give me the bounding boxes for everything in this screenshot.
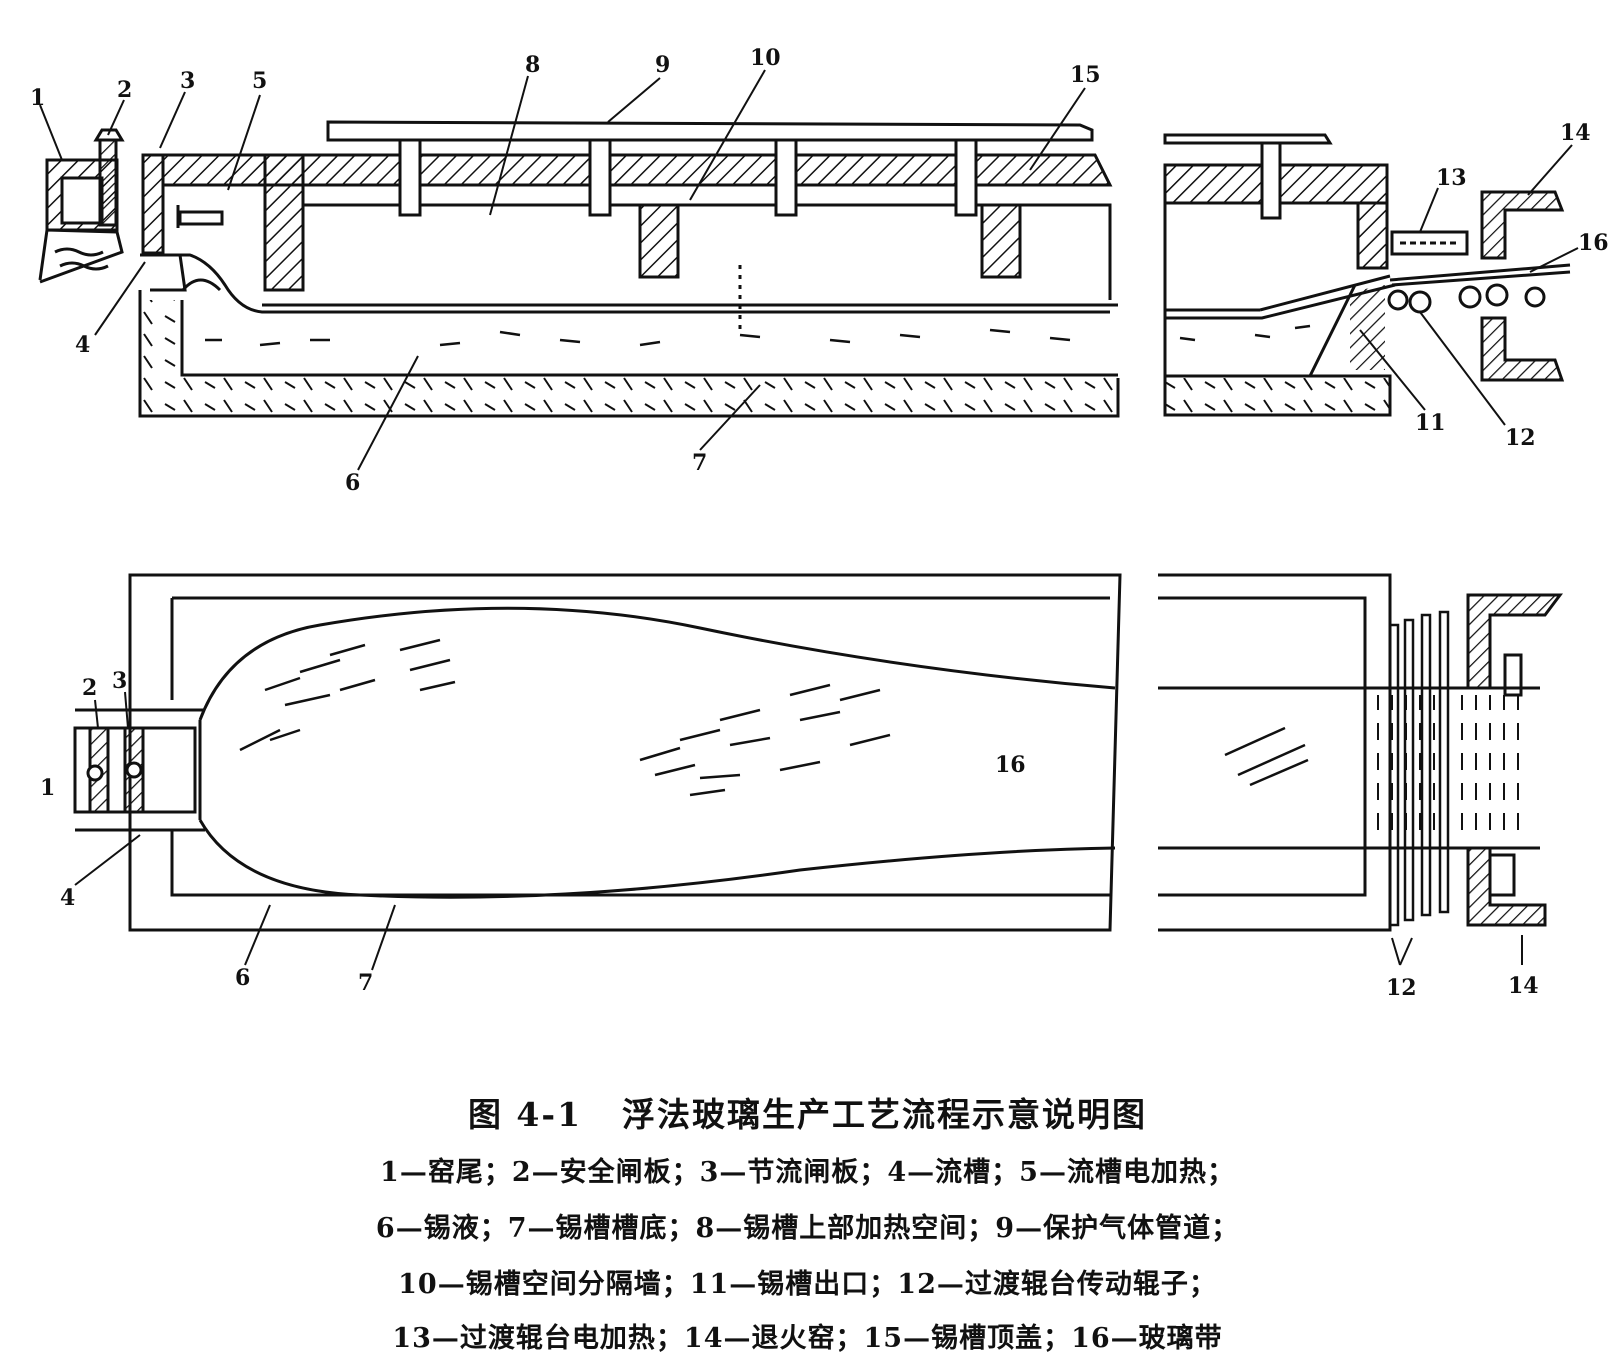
label-2-plan: 2 bbox=[82, 675, 97, 701]
transition-rollers bbox=[1387, 283, 1546, 314]
label-1: 1 bbox=[30, 85, 45, 111]
label-3: 3 bbox=[180, 68, 195, 94]
label-12-plan: 12 bbox=[1386, 975, 1417, 1001]
label-14-top: 14 bbox=[1560, 120, 1591, 146]
label-1-plan: 1 bbox=[40, 775, 55, 801]
glass-ribbon-plan bbox=[198, 606, 1116, 899]
legend-line: 6—锡液；7—锡槽槽底；8—锡槽上部加热空间；9—保护气体管道； bbox=[375, 1213, 1240, 1244]
label-5: 5 bbox=[252, 68, 267, 94]
launder-housing bbox=[161, 153, 305, 292]
tin-bath-side bbox=[138, 290, 1120, 418]
safety-gate bbox=[93, 128, 125, 227]
label-10: 10 bbox=[750, 45, 781, 71]
roller-table-heater bbox=[1390, 230, 1469, 256]
label-4-plan: 4 bbox=[60, 885, 75, 911]
plan-view bbox=[73, 573, 1563, 971]
label-3-plan: 3 bbox=[112, 668, 127, 694]
label-16-plan: 16 bbox=[995, 752, 1026, 778]
label-15: 15 bbox=[1070, 62, 1101, 88]
callout-labels: 1 2 3 5 8 9 10 15 14 13 16 4 6 7 11 12 2… bbox=[30, 45, 1609, 1001]
label-14-plan: 14 bbox=[1508, 973, 1539, 999]
figure-number: 图 4-1 bbox=[467, 1095, 583, 1134]
partition-walls bbox=[638, 203, 1022, 330]
annealing-lehr-side bbox=[1480, 190, 1565, 382]
label-11: 11 bbox=[1415, 410, 1446, 436]
throttle-gate bbox=[141, 153, 165, 255]
label-6-top: 6 bbox=[345, 470, 360, 496]
launder-flow bbox=[140, 253, 1110, 314]
annealing-lehr-plan bbox=[1466, 593, 1563, 927]
label-2: 2 bbox=[117, 77, 132, 103]
label-12-top: 12 bbox=[1505, 425, 1536, 451]
figure-title: 浮法玻璃生产工艺流程示意说明图 bbox=[622, 1095, 1148, 1134]
label-8: 8 bbox=[525, 52, 540, 78]
transition-rollers-plan bbox=[1388, 610, 1450, 927]
legend-line: 10—锡槽空间分隔墙；11—锡槽出口；12—过渡辊台传动辊子； bbox=[398, 1269, 1217, 1300]
label-6-plan: 6 bbox=[235, 965, 250, 991]
legend-line: 13—过渡辊台电加热；14—退火窑；15—锡槽顶盖；16—玻璃带 bbox=[392, 1323, 1223, 1354]
tin-bath-exit-section bbox=[1163, 133, 1396, 417]
glass-ribbon-side bbox=[1389, 263, 1571, 287]
legend-line: 1—窑尾；2—安全闸板；3—节流闸板；4—流槽；5—流槽电加热； bbox=[380, 1157, 1235, 1188]
label-4-top: 4 bbox=[75, 332, 90, 358]
launder-plan bbox=[73, 708, 205, 832]
protective-gas-pipe bbox=[326, 120, 1094, 217]
figure-caption: 图 4-1 浮法玻璃生产工艺流程示意说明图 bbox=[0, 1088, 1615, 1136]
label-13: 13 bbox=[1436, 165, 1467, 191]
tin-bath-plan bbox=[128, 573, 1122, 932]
side-view bbox=[38, 69, 1579, 471]
label-7-plan: 7 bbox=[358, 970, 373, 996]
float-glass-process-diagram: 1 2 3 5 8 9 10 15 14 13 16 4 6 7 11 12 2… bbox=[30, 45, 1609, 1001]
label-9: 9 bbox=[655, 52, 670, 78]
label-16-top: 16 bbox=[1578, 230, 1609, 256]
label-7-top: 7 bbox=[692, 450, 707, 476]
